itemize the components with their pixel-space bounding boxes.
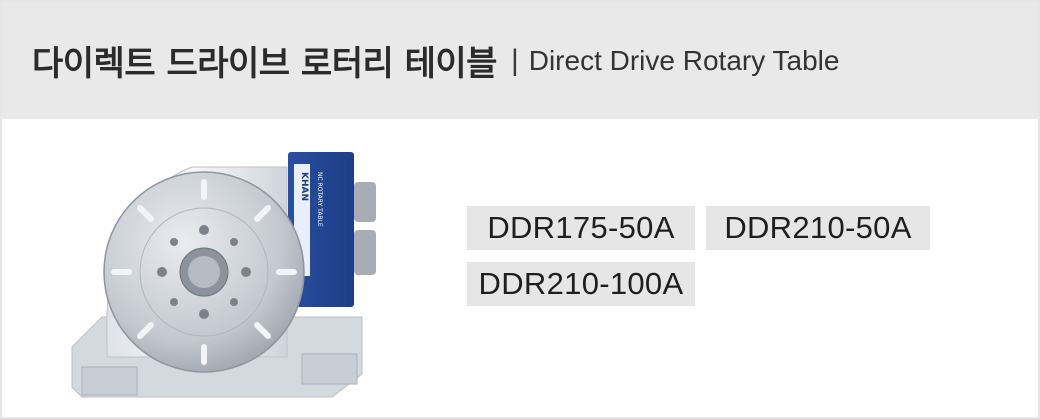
model-tag: DDR210-100A bbox=[467, 262, 695, 306]
title-english: Direct Drive Rotary Table bbox=[528, 44, 840, 76]
brand-logo-text: KHAN bbox=[299, 172, 309, 201]
title-separator: | bbox=[510, 43, 519, 77]
model-tag: DDR210-50A bbox=[706, 206, 930, 250]
rotary-table-image: KHAN NC ROTARY TABLE bbox=[71, 152, 376, 398]
title-korean: 다이렉트 드라이브 로터리 테이블 bbox=[32, 44, 497, 84]
header-bar: 다이렉트 드라이브 로터리 테이블 | Direct Drive Rotary … bbox=[2, 2, 1038, 119]
model-tag: DDR175-50A bbox=[467, 206, 695, 250]
product-label-text: NC ROTARY TABLE bbox=[316, 172, 323, 227]
